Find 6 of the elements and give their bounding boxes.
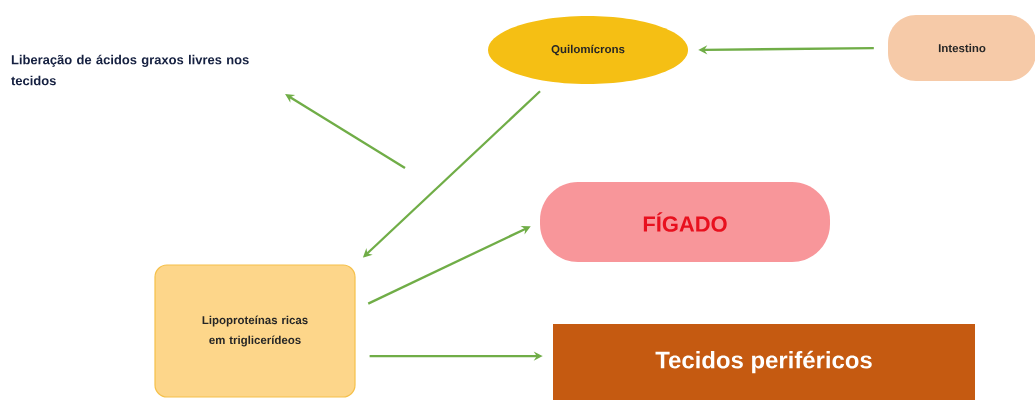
arrow [285,94,406,169]
annotation-text: Liberação de ácidos graxos livres nos tecidos [11,54,249,86]
process-box: Tecidos periféricos [553,324,975,400]
rounded-box: Intestino [888,15,1035,81]
process-box: Lipoproteínas ricas em triglicerídeos [154,264,356,398]
rounded-box: FÍGADO [540,182,830,262]
